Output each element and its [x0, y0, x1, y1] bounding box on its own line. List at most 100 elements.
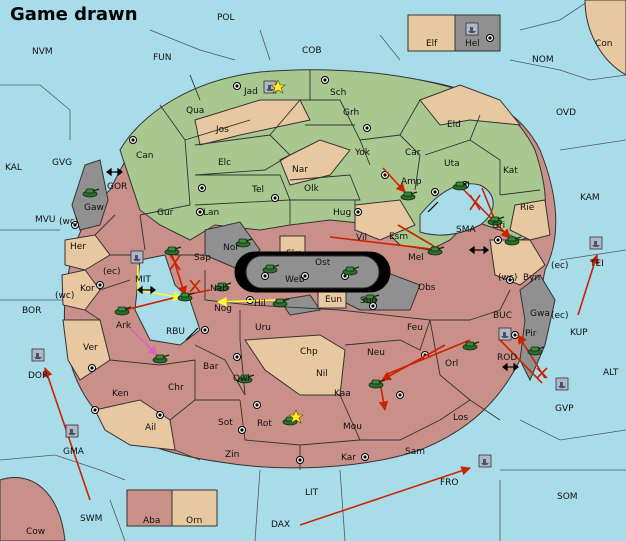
- label-feu: Feu: [407, 323, 423, 333]
- label-web: Web: [285, 275, 305, 285]
- game-title: Game drawn: [10, 4, 138, 25]
- label-gma: GMA: [63, 447, 85, 457]
- label-hil: Hil: [254, 299, 266, 309]
- label-orl: Orl: [445, 359, 458, 369]
- label-grh: Grh: [343, 108, 359, 118]
- label-kal: KAL: [5, 163, 22, 173]
- label-wc-2: (wc): [55, 291, 74, 301]
- label-yok: Yok: [354, 148, 371, 158]
- label-wc-1: (wc): [59, 217, 78, 227]
- label-uta: Uta: [444, 159, 460, 169]
- label-ovd: OVD: [556, 108, 576, 118]
- label-ail: Ail: [145, 423, 156, 433]
- label-eun: Eun: [325, 295, 342, 305]
- label-uru: Uru: [255, 323, 271, 333]
- label-con: Con: [595, 39, 613, 49]
- label-sap: Sap: [194, 253, 211, 263]
- label-wc-3: (wc): [498, 273, 517, 283]
- star-rot: [288, 409, 304, 424]
- label-ken: Ken: [112, 389, 129, 399]
- label-gaw: Gaw: [84, 203, 104, 213]
- label-fun: FUN: [153, 53, 172, 63]
- label-amp: Amp: [401, 177, 422, 187]
- label-tel: Tel: [251, 185, 264, 195]
- label-kat: Kat: [503, 166, 518, 176]
- label-rot: Rot: [257, 419, 272, 429]
- province-borders: [84, 70, 541, 470]
- label-kam: KAM: [580, 193, 600, 203]
- central-oval-inner: [245, 255, 380, 289]
- label-her: Her: [70, 242, 86, 252]
- label-nvm: NVM: [32, 47, 53, 57]
- label-mel: Mel: [408, 253, 424, 263]
- label-mvu: MVU: [35, 215, 56, 225]
- label-elc: Elc: [218, 158, 231, 168]
- orn-box: [171, 489, 218, 527]
- label-alt: ALT: [603, 368, 619, 378]
- label-aba: Aba: [143, 516, 160, 526]
- label-car: Car: [405, 148, 421, 158]
- label-can: Can: [136, 151, 154, 161]
- label-ec-3: (ec): [551, 311, 569, 321]
- label-olk: Olk: [304, 184, 320, 194]
- label-byn: Byn: [523, 273, 540, 283]
- label-mou: Mou: [343, 422, 362, 432]
- label-chp: Chp: [300, 347, 318, 357]
- elf-box: [407, 14, 456, 52]
- label-gor: GOR: [107, 182, 127, 192]
- label-chr: Chr: [168, 383, 184, 393]
- failed-marks: [169, 194, 548, 379]
- label-rod: ROD: [497, 353, 517, 363]
- label-fro: FRO: [440, 478, 459, 488]
- label-pir: Pir: [525, 329, 537, 339]
- label-qua: Qua: [186, 106, 204, 116]
- aba-box: [126, 489, 173, 527]
- label-neu: Neu: [367, 348, 385, 358]
- label-gvg: GVG: [52, 158, 72, 168]
- label-lit: LIT: [305, 488, 319, 498]
- label-dor: DOR: [28, 371, 48, 381]
- label-zin: Zin: [225, 450, 239, 460]
- label-pol: POL: [217, 13, 235, 23]
- label-nil: Nil: [316, 369, 328, 379]
- label-kaa: Kaa: [334, 389, 351, 399]
- label-bar: Bar: [203, 362, 219, 372]
- tan-provinces: [61, 84, 551, 451]
- label-lan: Lan: [203, 208, 219, 218]
- label-qwi: Qwi: [233, 374, 250, 384]
- label-sot: Sot: [218, 418, 233, 428]
- label-dax: DAX: [271, 520, 290, 530]
- label-nor: Nor: [223, 243, 239, 253]
- label-kor: Kor: [80, 284, 95, 294]
- label-ost: Ost: [315, 258, 331, 268]
- label-los: Los: [453, 413, 468, 423]
- label-obs: Obs: [418, 283, 436, 293]
- label-gri: Gri: [492, 221, 505, 231]
- label-mit: MIT: [135, 275, 151, 285]
- label-rie: Rie: [520, 203, 535, 213]
- label-cob: COB: [302, 46, 322, 56]
- label-nab: Nab: [210, 284, 228, 294]
- label-nom: NOM: [532, 55, 554, 65]
- label-sch: Sch: [330, 88, 346, 98]
- label-hel: Hel: [465, 39, 480, 49]
- label-vil: Vil: [356, 233, 367, 243]
- label-esm: Esm: [389, 232, 408, 242]
- label-som: SOM: [557, 492, 578, 502]
- label-ver: Ver: [83, 343, 98, 353]
- coast-arrows: [106, 167, 519, 372]
- label-nar: Nar: [292, 165, 308, 175]
- label-jos: Jos: [215, 125, 229, 135]
- label-skr: Skr: [286, 249, 301, 259]
- label-kup: KUP: [570, 328, 588, 338]
- province-labels: POL FUN COB NVM NOM Con Elf Hel OVD KAL …: [5, 13, 619, 537]
- label-tei: TEI: [589, 259, 604, 269]
- label-hug: Hug: [333, 208, 351, 218]
- label-sam: Sam: [405, 447, 425, 457]
- label-elf: Elf: [426, 39, 438, 49]
- star-jad: [270, 79, 286, 94]
- label-nog: Nog: [214, 304, 232, 314]
